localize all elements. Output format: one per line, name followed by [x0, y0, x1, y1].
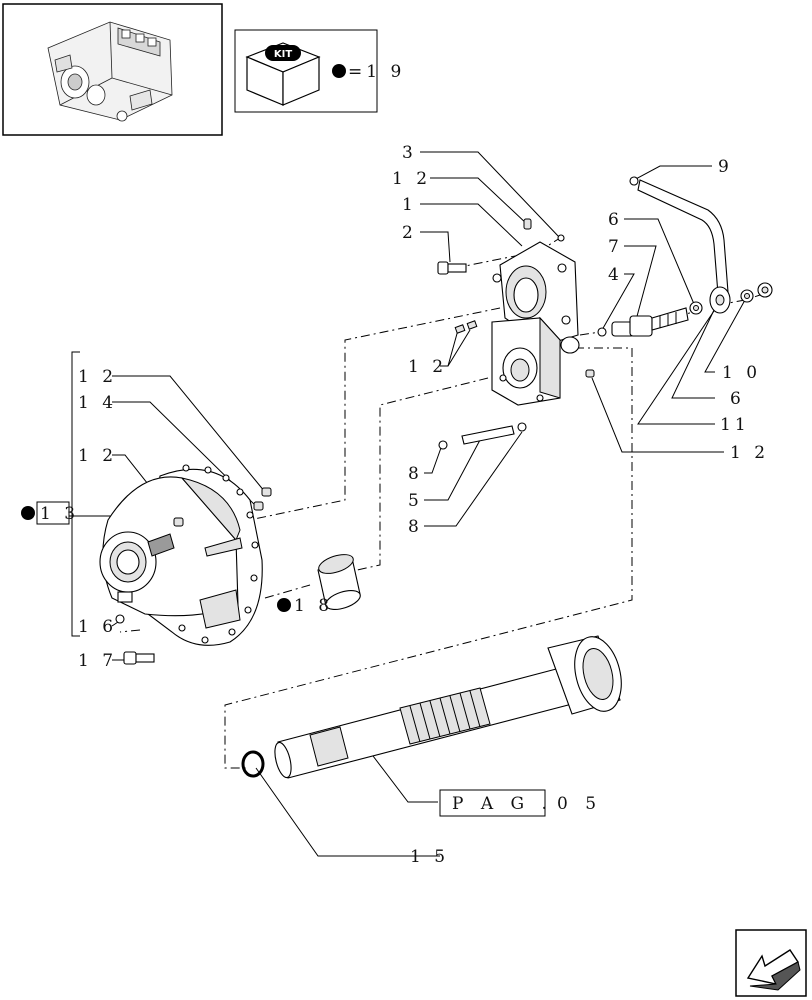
housing-bolt-part[interactable]: [123, 651, 155, 665]
callout-14: 1 4: [78, 393, 117, 413]
callout-13: 1 3: [40, 504, 79, 524]
callout-15: 1 5: [410, 847, 449, 867]
callout-12: 1 2: [78, 367, 117, 387]
kit-dot-icon: [332, 64, 346, 78]
callout-6: 6: [730, 389, 745, 409]
callout-8: 8: [408, 517, 423, 537]
callout-18: 1 8: [294, 596, 333, 616]
page-reference[interactable]: P A G . 0 5: [439, 789, 602, 817]
kit-marker-18: [277, 598, 291, 612]
snap-ring-part[interactable]: [241, 750, 265, 778]
curved-arrow-icon: [746, 949, 801, 991]
kit-dot-icon: [277, 598, 291, 612]
callout-12: 1 2: [392, 169, 431, 189]
callout-3: 3: [402, 143, 417, 163]
callout-10: 1 0: [722, 363, 761, 383]
callout-5: 5: [408, 491, 423, 511]
kit-box-icon: KIT: [245, 42, 321, 106]
kit-marker-13: [21, 501, 70, 525]
housing-dowel-pins[interactable]: [115, 487, 272, 624]
next-page-button[interactable]: [735, 929, 807, 997]
kit-equals-label: =1 9: [348, 62, 405, 82]
page-reference-label: P A G .: [452, 794, 553, 814]
callout-11: 11: [720, 415, 750, 435]
callout-labels: 3 1 2 1 2 9 6 7 4 1 2 1 0 6 11 1 2 1 2 1…: [40, 143, 769, 867]
callout-9: 9: [718, 157, 733, 177]
callout-2: 2: [402, 223, 417, 243]
leader-lines: [54, 151, 746, 857]
bushing-part[interactable]: [316, 551, 362, 613]
dowel-pin-parts[interactable]: [454, 218, 595, 378]
control-lever-part[interactable]: [629, 176, 773, 314]
callout-12: 1 2: [730, 443, 769, 463]
pto-shaft-part[interactable]: [272, 632, 629, 779]
callout-16: 1 6: [78, 617, 117, 637]
callout-12: 1 2: [78, 446, 117, 466]
thumbnail-panel[interactable]: [2, 3, 223, 136]
callout-12: 1 2: [408, 357, 447, 377]
bolt-part[interactable]: [437, 261, 467, 275]
carrier-housing-part[interactable]: [99, 464, 263, 646]
control-spindle-part[interactable]: [597, 301, 703, 337]
callout-1: 1: [402, 195, 417, 215]
callout-4: 4: [608, 265, 623, 285]
kit-badge: [265, 45, 301, 61]
pump-housing-part[interactable]: [491, 316, 580, 406]
kit-legend-panel: KIT =1 9: [234, 29, 405, 113]
transmission-housing-thumbnail-icon: [47, 21, 173, 122]
kit-badge-label: KIT: [274, 49, 292, 60]
kit-dot-icon: [21, 506, 35, 520]
callout-7: 7: [608, 237, 623, 257]
callout-8: 8: [408, 464, 423, 484]
page-reference-number: 0 5: [557, 794, 602, 814]
callout-17: 1 7: [78, 651, 117, 671]
callout-6: 6: [608, 210, 623, 230]
roll-pin-part[interactable]: [438, 422, 527, 450]
